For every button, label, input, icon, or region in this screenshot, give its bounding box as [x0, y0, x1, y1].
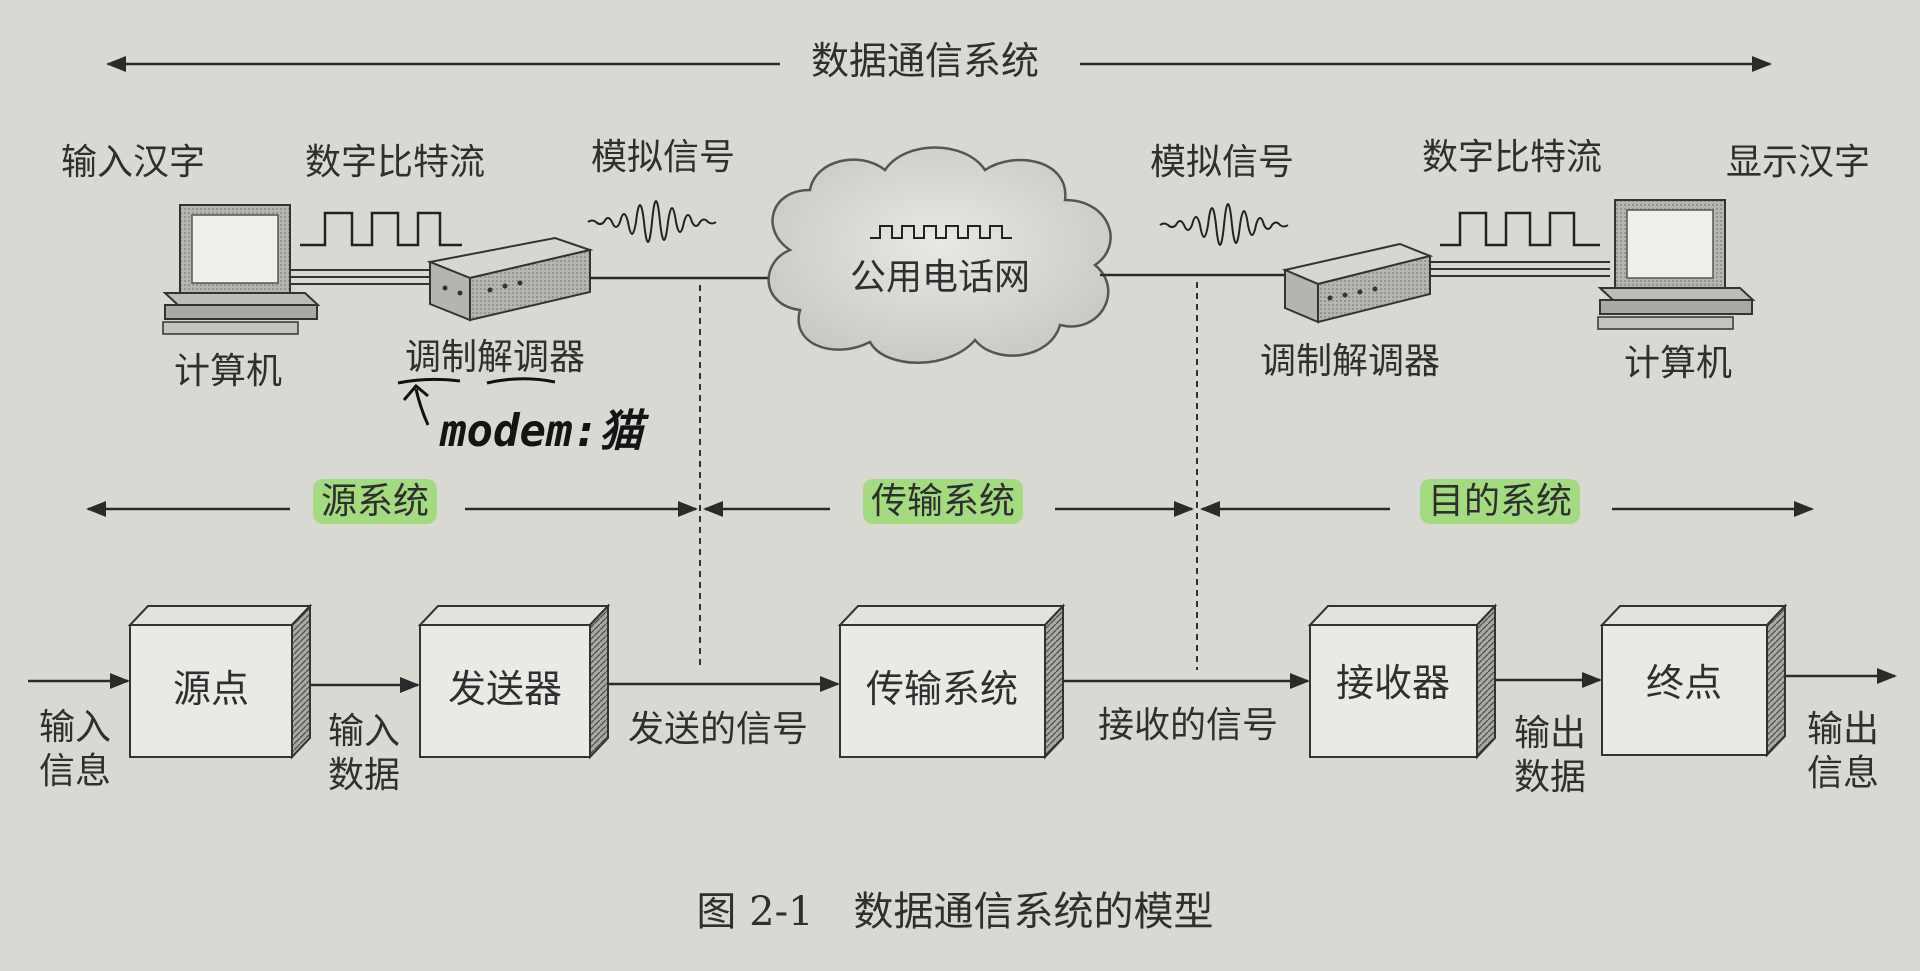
block-source-label: 源点	[172, 667, 250, 711]
label-output-data: 输出 数据	[1513, 713, 1587, 798]
label-modem-left: 调制解调器	[404, 337, 586, 378]
label-modem-right: 调制解调器	[1259, 341, 1441, 382]
block-transmission-label: 传输系统	[865, 667, 1019, 711]
label-transmission-system: 传输系统	[862, 479, 1024, 524]
diagram-title: 数据通信系统	[810, 39, 1040, 83]
label-bitstream-right: 数字比特流	[1421, 137, 1603, 178]
system-dividers	[699, 282, 1198, 670]
label-computer-right: 计算机	[1623, 343, 1733, 384]
label-source-system: 源系统	[312, 479, 438, 524]
block-receiver-label: 接收器	[1335, 661, 1451, 705]
modem-right-icon	[1281, 242, 1434, 324]
label-input-data: 输入 数据	[327, 711, 401, 796]
block-destination-label: 终点	[1645, 661, 1723, 705]
label-analog-left: 模拟信号	[590, 137, 736, 178]
label-input-hanzi: 输入汉字	[60, 142, 206, 183]
analog-wave-left-icon	[587, 200, 717, 243]
label-received-signal: 接收的信号	[1097, 705, 1279, 746]
block-transmitter-shape	[417, 603, 611, 760]
figure-caption: 图 2-1 数据通信系统的模型	[696, 889, 1214, 935]
label-network: 公用电话网	[849, 257, 1031, 298]
cable-left	[290, 269, 432, 285]
label-computer-left: 计算机	[173, 351, 283, 392]
label-bitstream-left: 数字比特流	[304, 142, 486, 183]
label-display-hanzi: 显示汉字	[1725, 142, 1871, 183]
block-destination-shape	[1599, 603, 1788, 758]
network-cloud-icon	[767, 146, 1112, 364]
modem-left-icon	[426, 236, 594, 322]
label-input-info: 输入 信息	[38, 707, 112, 792]
block-transmission-shape	[837, 603, 1066, 760]
block-receiver-shape	[1307, 603, 1498, 760]
flow-arrows	[28, 668, 1897, 693]
label-destination-system: 目的系统	[1419, 479, 1581, 524]
label-sent-signal: 发送的信号	[627, 709, 809, 750]
label-analog-right: 模拟信号	[1149, 142, 1295, 183]
analog-wave-right-icon	[1159, 203, 1289, 246]
block-transmitter-label: 发送器	[447, 667, 563, 711]
digital-pulse-right-icon	[1440, 211, 1600, 247]
block-source-shape	[127, 603, 313, 760]
computer-right-icon	[1597, 199, 1756, 330]
computer-left-icon	[162, 204, 321, 335]
handwritten-note: modem:猫	[440, 406, 643, 457]
digital-pulse-left-icon	[300, 211, 462, 247]
handwritten-marks	[397, 377, 556, 426]
cable-right	[1430, 261, 1610, 277]
label-output-info: 输出 信息	[1806, 709, 1880, 794]
